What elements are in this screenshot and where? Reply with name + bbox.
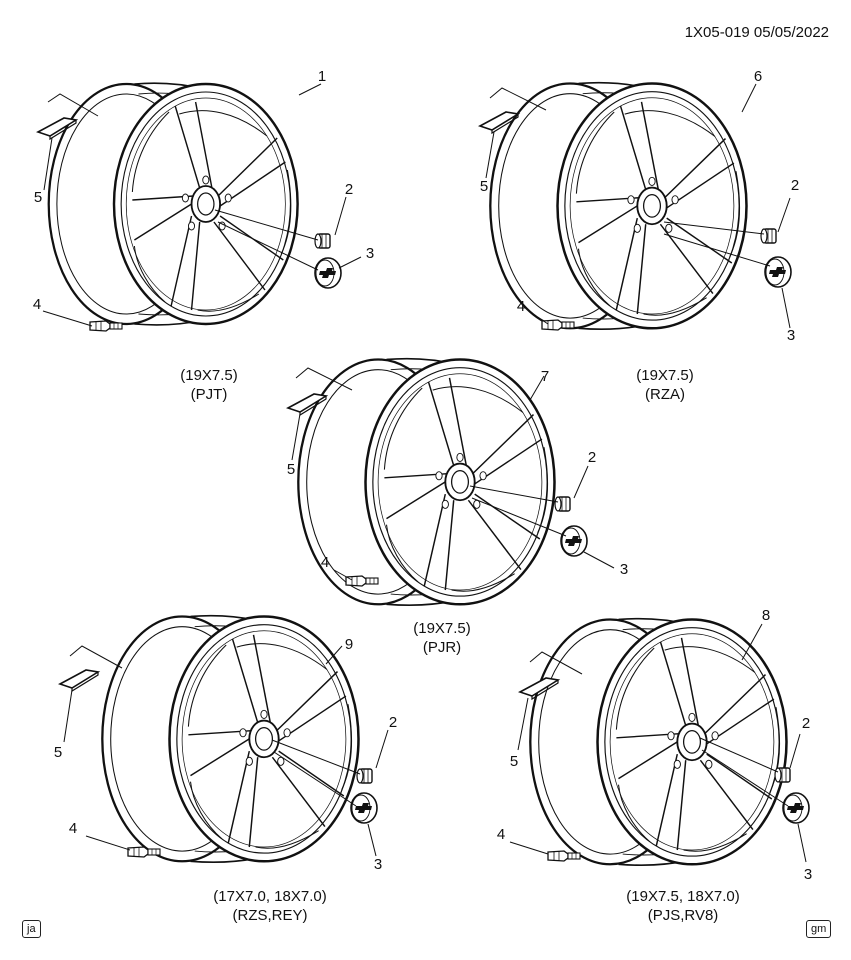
wheel-8: [509, 617, 810, 867]
wheel-7: [287, 357, 615, 607]
callout-1: 1: [317, 68, 327, 85]
callout-2-c: 2: [587, 449, 597, 466]
callout-5-c: 5: [286, 461, 296, 478]
callout-4-d: 4: [68, 820, 78, 837]
caption-pjt-code: (PJT): [190, 386, 228, 403]
callout-3-b: 3: [786, 327, 796, 344]
caption-pjt: (19X7.5) (PJT): [180, 366, 238, 404]
callout-5-b: 5: [479, 178, 489, 195]
callout-5-a: 5: [33, 189, 43, 206]
diagram-reference-code: 1X05-019 05/05/2022: [684, 24, 829, 41]
callout-4-a: 4: [32, 296, 42, 313]
illustrator-initials-badge: ja: [22, 920, 41, 938]
caption-pjr-code: (PJR): [422, 639, 462, 656]
caption-pjs-rv8-code: (PJS,RV8): [647, 907, 719, 924]
callout-6: 6: [753, 68, 763, 85]
caption-pjr-size: (19X7.5): [413, 620, 471, 637]
caption-rza: (19X7.5) (RZA): [636, 366, 694, 404]
wheel-1: [37, 82, 362, 332]
gm-logo-badge: gm: [806, 920, 832, 938]
caption-pjs-rv8: (19X7.5, 18X7.0) (PJS,RV8): [626, 887, 739, 925]
wheel-9: [59, 614, 389, 864]
caption-rza-size: (19X7.5): [636, 367, 694, 384]
caption-pjr: (19X7.5) (PJR): [413, 619, 471, 657]
callout-3-e: 3: [803, 866, 813, 883]
callout-5-d: 5: [53, 744, 63, 761]
caption-rzs-rey-code: (RZS,REY): [232, 907, 308, 924]
wheel-6: [479, 81, 792, 331]
callout-8: 8: [761, 607, 771, 624]
callout-9: 9: [344, 636, 354, 653]
callout-2-d: 2: [388, 714, 398, 731]
callout-2-b: 2: [790, 177, 800, 194]
callout-2-e: 2: [801, 715, 811, 732]
callout-4-e: 4: [496, 826, 506, 843]
caption-pjs-rv8-size: (19X7.5, 18X7.0): [626, 888, 740, 905]
caption-pjt-size: (19X7.5): [180, 367, 238, 384]
callout-5-e: 5: [509, 753, 519, 770]
callout-2-a: 2: [344, 181, 354, 198]
callout-4-c: 4: [320, 554, 330, 571]
caption-rza-code: (RZA): [644, 386, 685, 403]
callout-4-b: 4: [516, 298, 526, 315]
caption-rzs-rey-size: (17X7.0, 18X7.0): [213, 888, 327, 905]
caption-rzs-rey: (17X7.0, 18X7.0) (RZS,REY): [213, 887, 326, 925]
callout-3-c: 3: [619, 561, 629, 578]
callout-3-d: 3: [373, 856, 383, 873]
callout-3-a: 3: [365, 245, 375, 262]
callout-7: 7: [540, 368, 550, 385]
